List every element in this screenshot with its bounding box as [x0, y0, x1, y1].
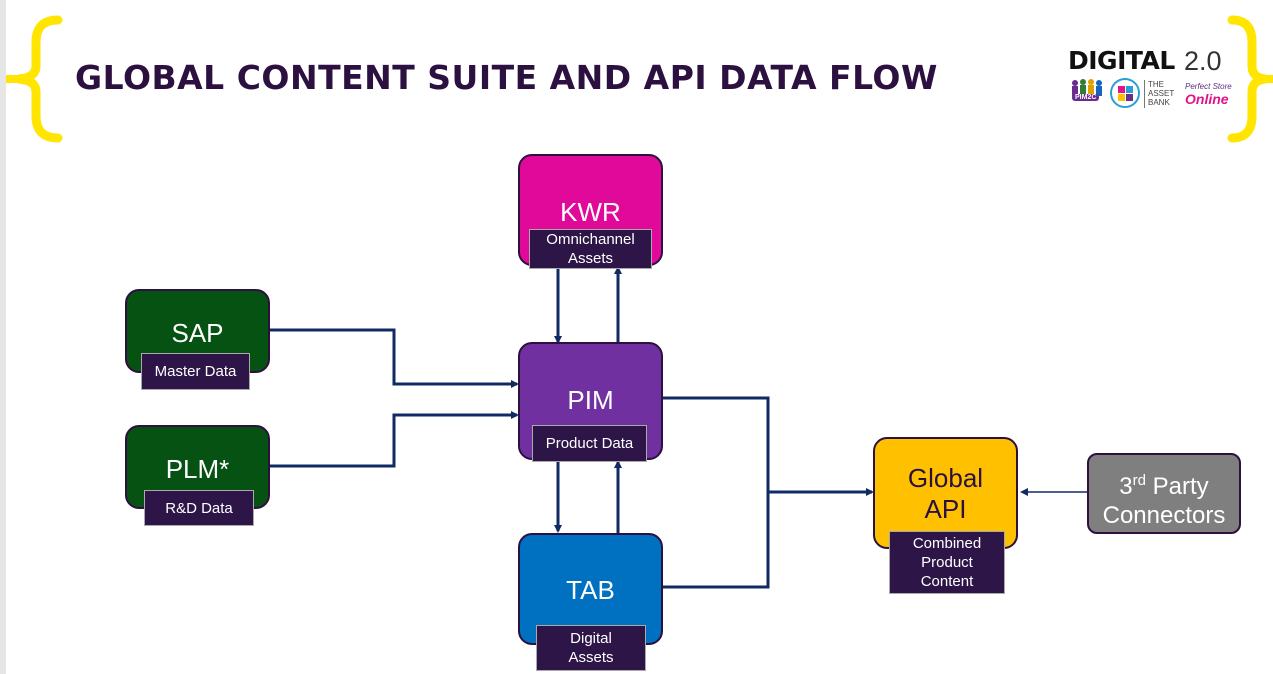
page-title: GLOBAL CONTENT SUITE AND API DATA FLOW	[75, 58, 938, 97]
sap-sublabel: Master Data	[141, 353, 250, 390]
tab-sublabel: Digital Assets	[536, 625, 646, 671]
global-api-label-line1: Global	[907, 463, 984, 493]
third-party-label-rest: Party	[1146, 473, 1209, 500]
global-api-sublabel-line3: Content	[920, 573, 974, 590]
logo-digital-text: DIGITAL	[1068, 46, 1175, 75]
sap-sublabel-line1: Master Data	[154, 363, 237, 380]
global-api-sublabel: Combined Product Content	[889, 531, 1005, 594]
global-api-sublabel-line1: Combined	[912, 535, 982, 552]
third-party-label-sup: rd	[1132, 472, 1146, 489]
pim2c-people-icon	[1072, 79, 1102, 96]
title-brackets	[6, 15, 1273, 143]
kwr-sublabel-line1: Omnichannel	[546, 231, 635, 248]
kwr-sublabel: Omnichannel Assets	[529, 229, 652, 269]
third-party-label-line1: 3rd Party	[1089, 466, 1239, 501]
logo-pim2c-text: PIM2C	[1072, 94, 1100, 101]
digital-2-logo: DIGITAL 2.0 PIM2C THE ASSET BANK Perfect…	[1066, 46, 1236, 116]
kwr-sublabel-line2: Assets	[567, 250, 613, 267]
tab-sublabel-line2: Assets	[568, 649, 614, 666]
pim-label: PIM	[567, 385, 614, 415]
third-party-label: 3rd Party Connectors	[1089, 466, 1239, 530]
global-api-label-line2: API	[924, 494, 967, 524]
pim-sublabel: Product Data	[532, 425, 647, 462]
global-api-node: Global API	[873, 437, 1018, 549]
tab-label: TAB	[566, 575, 615, 605]
plm-sublabel: R&D Data	[144, 490, 254, 526]
tab-sublabel-line1: Digital	[570, 630, 612, 647]
third-party-label-line2: Connectors	[1102, 502, 1226, 529]
kwr-label: KWR	[560, 197, 621, 227]
logo-divider	[1144, 80, 1145, 108]
third-party-label-prefix: 3	[1119, 473, 1133, 500]
plm-label: PLM*	[165, 454, 230, 484]
asset-bank-icon	[1110, 78, 1140, 108]
sap-label: SAP	[171, 318, 224, 348]
edge-pim-to-api	[663, 396, 770, 589]
edge-plm-to-pim	[270, 411, 519, 468]
third-party-connectors-node: 3rd Party Connectors	[1087, 453, 1241, 534]
global-api-sublabel-line2: Product	[921, 554, 973, 571]
pim-sublabel-line1: Product Data	[545, 435, 634, 452]
plm-sublabel-line1: R&D Data	[165, 500, 233, 517]
logo-online-text: Online	[1185, 91, 1229, 107]
logo-perfect-store-text: Perfect Store	[1185, 82, 1232, 91]
logo-asset-bank-text: THE ASSET BANK	[1148, 80, 1175, 107]
edge-sap-to-pim	[270, 328, 519, 388]
logo-version-text: 2.0	[1184, 46, 1222, 76]
left-edge-rule	[0, 0, 6, 674]
global-api-label: Global API	[875, 463, 1016, 525]
